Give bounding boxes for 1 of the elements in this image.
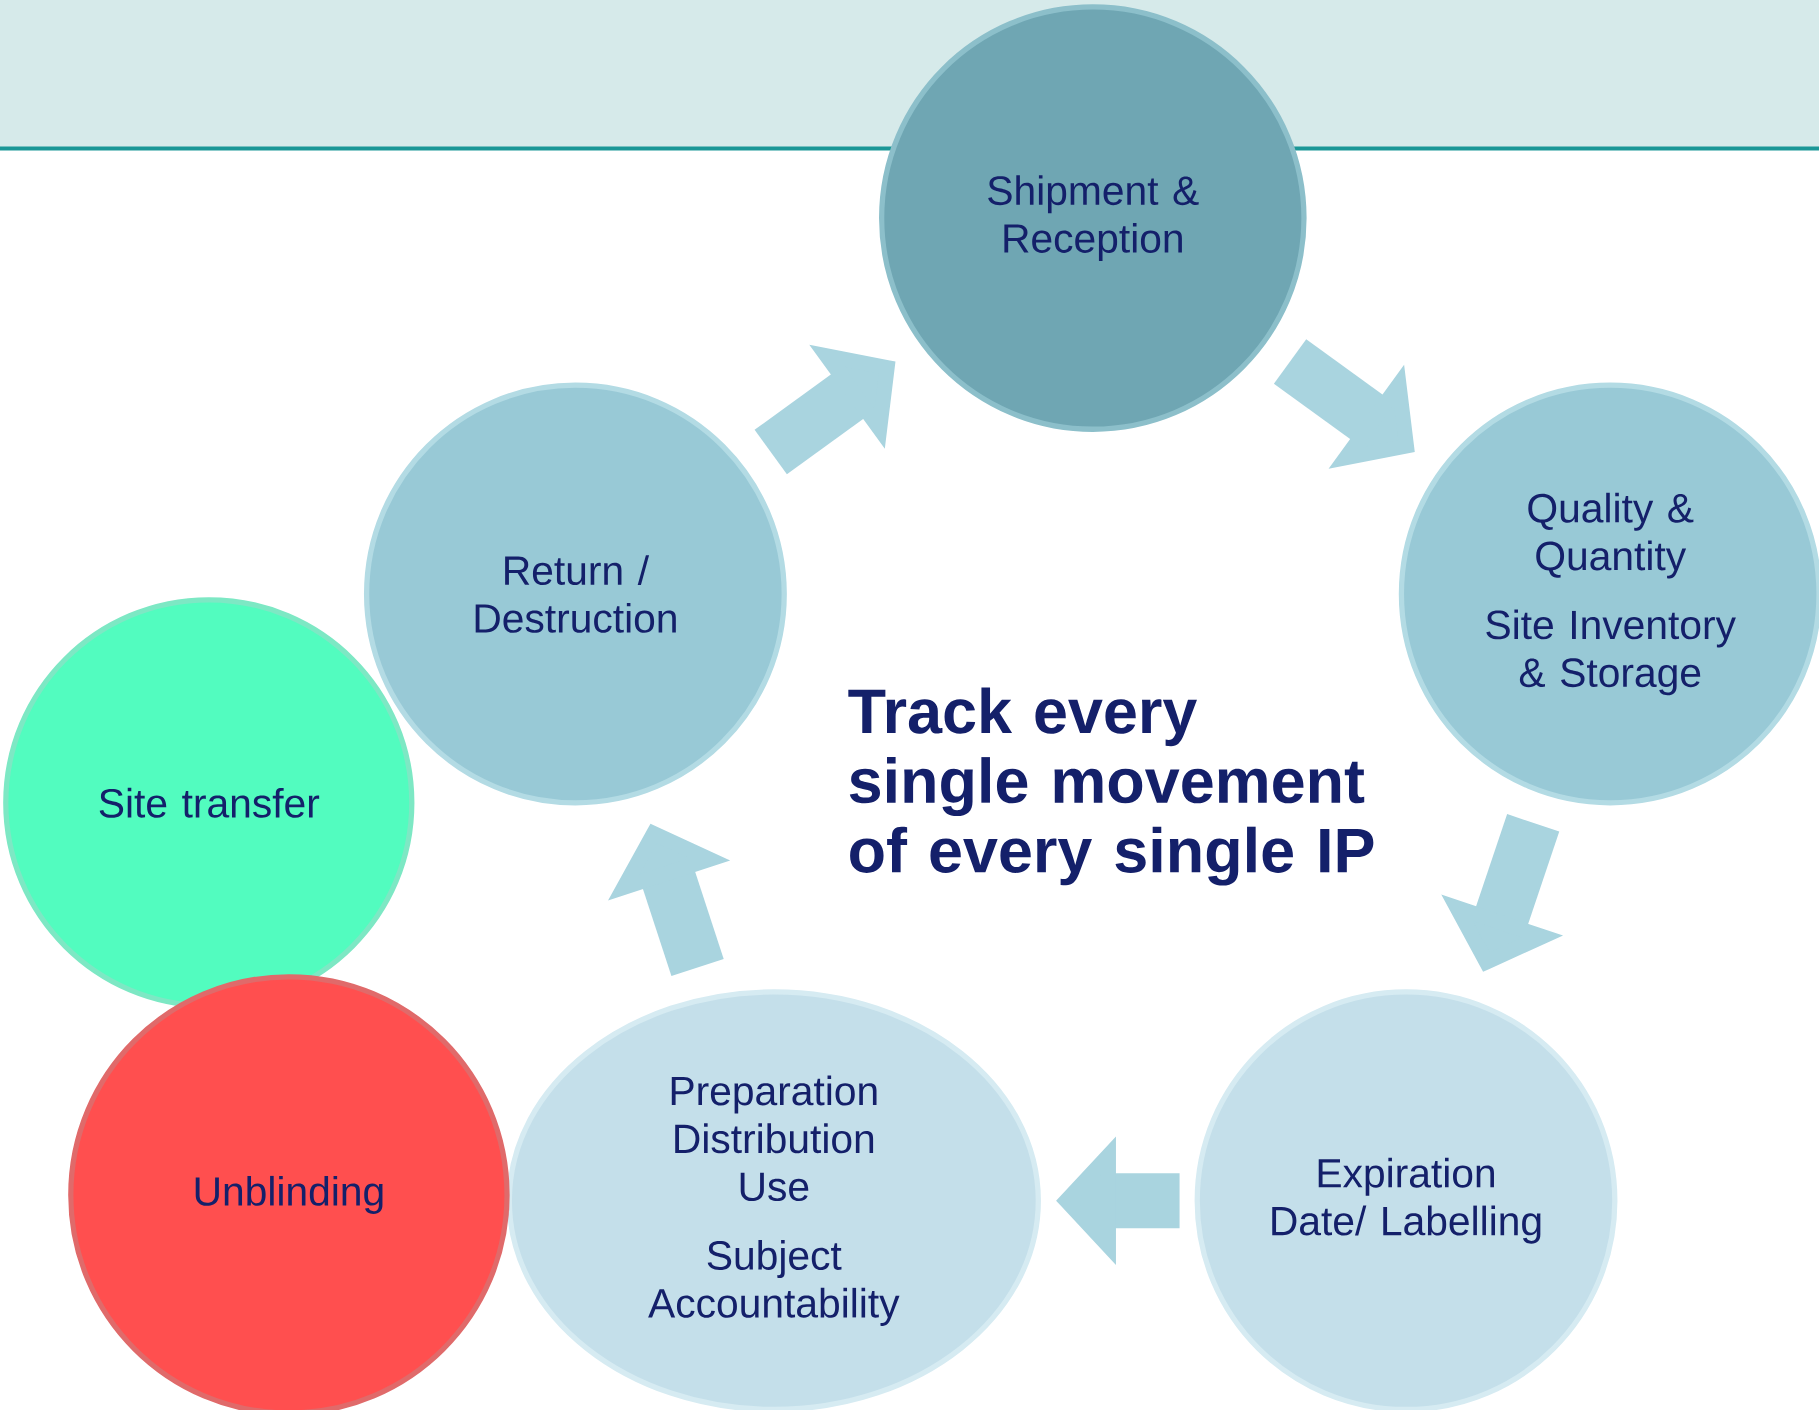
title-text: Track every single movement of every single IP: [848, 687, 1374, 886]
